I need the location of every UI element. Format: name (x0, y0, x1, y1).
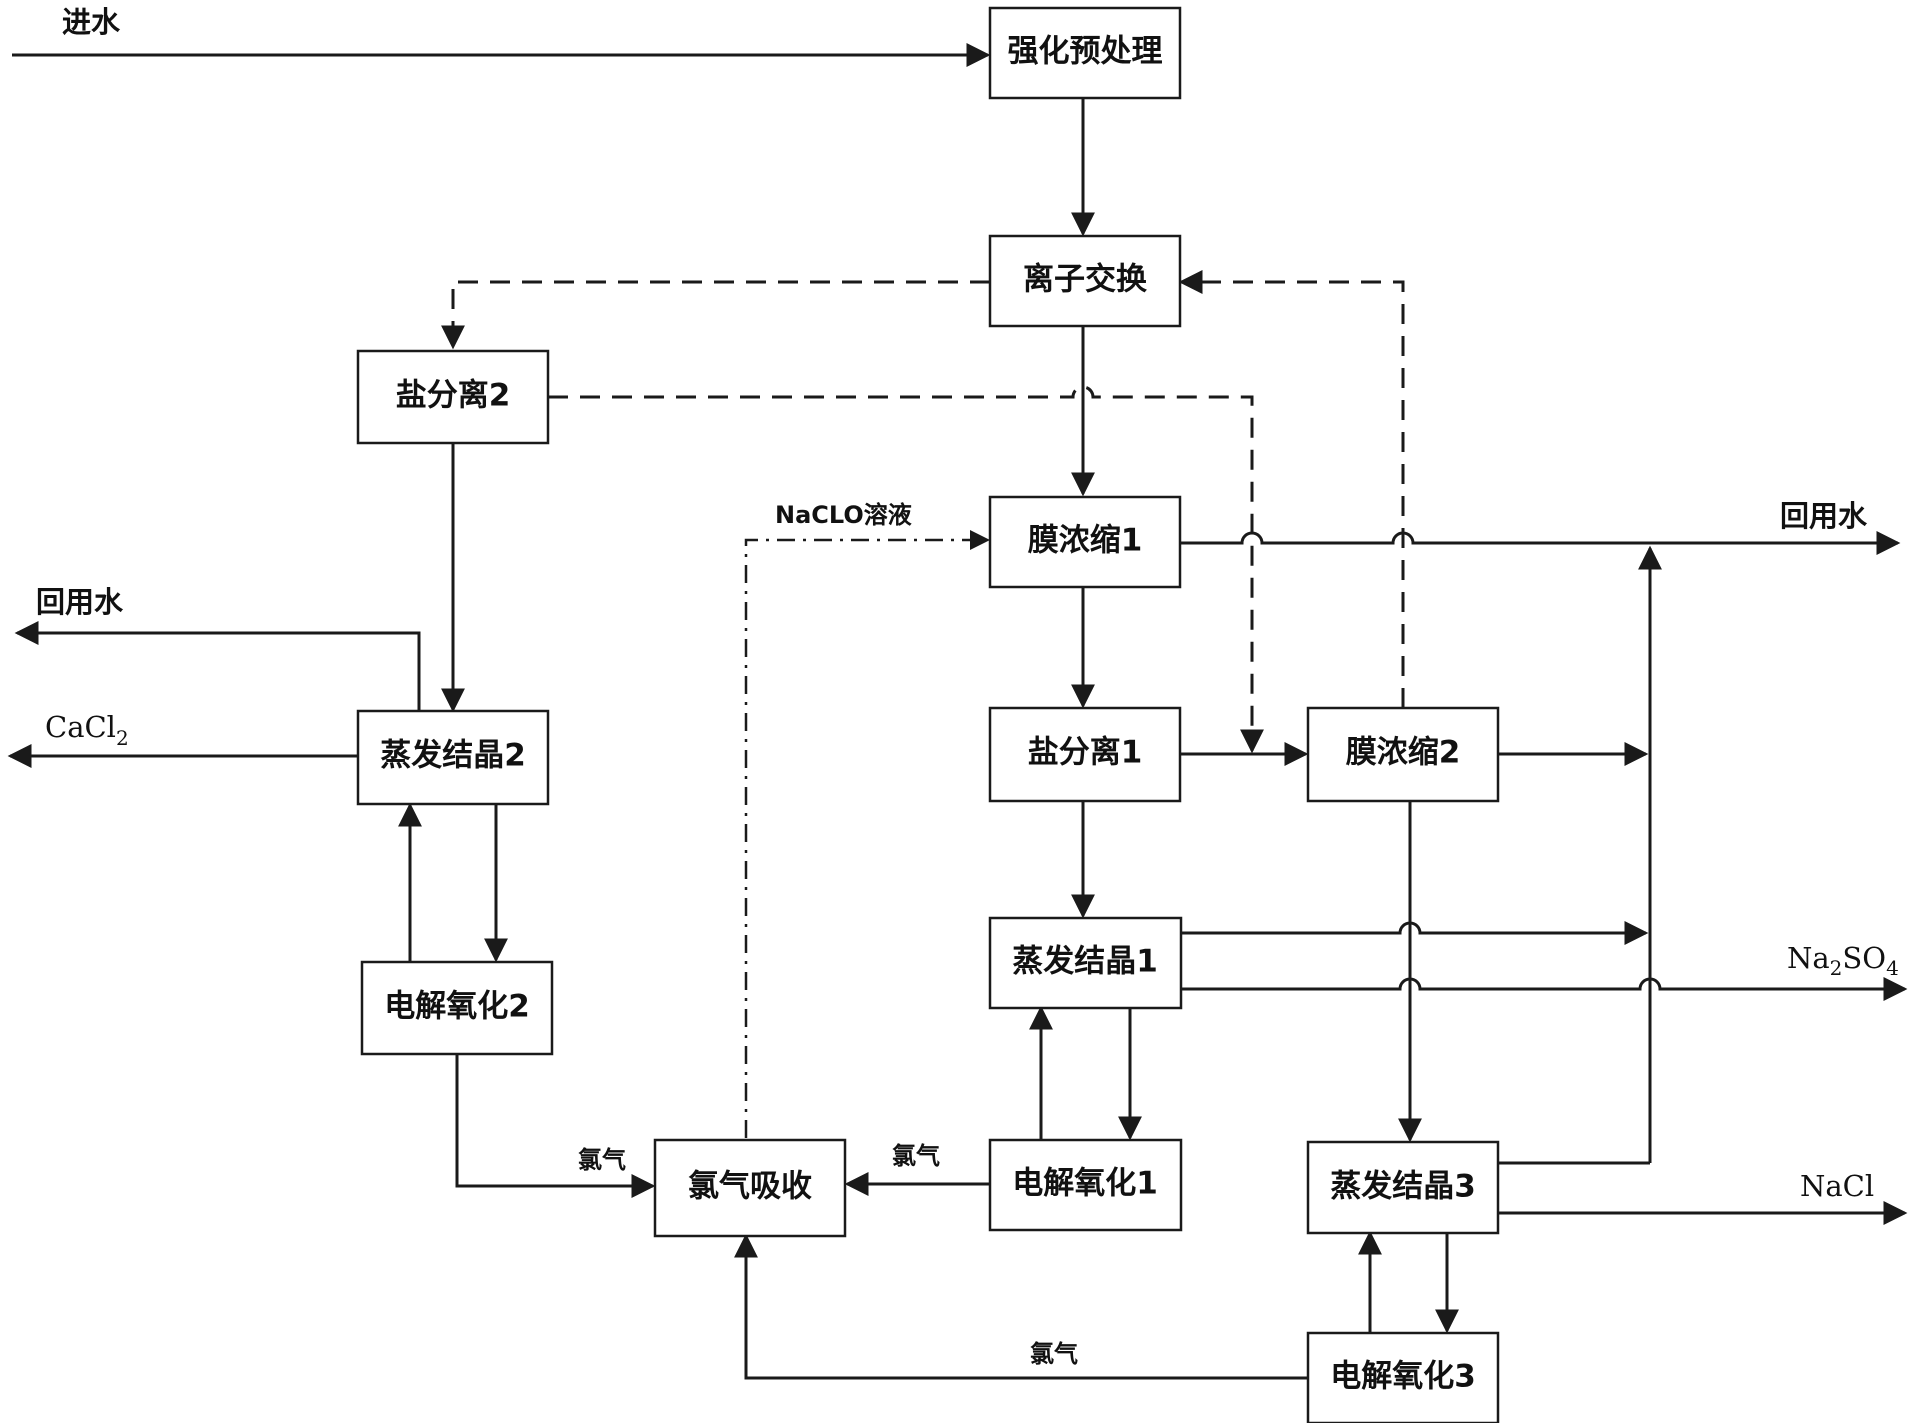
svg-text:强化预处理: 强化预处理 (1008, 34, 1163, 70)
svg-text:盐分离1: 盐分离1 (1028, 735, 1143, 771)
node-membrane-concentration-2: 膜浓缩2 (1306, 706, 1500, 803)
svg-text:电解氧化3: 电解氧化3 (1330, 1359, 1476, 1395)
flow-labels: 进水 回用水 回用水 CaCl2 Na2SO4 NaCl NaCLO溶液 氯气 … (36, 5, 1899, 1368)
svg-text:盐分离2: 盐分离2 (396, 378, 511, 414)
label-chlorine-from-electro-1: 氯气 (892, 1142, 940, 1170)
node-membrane-concentration-1: 膜浓缩1 (988, 495, 1182, 589)
connectors (7, 43, 1908, 1380)
flow-evap-1-to-riser (1181, 921, 1649, 945)
svg-text:蒸发结晶2: 蒸发结晶2 (380, 738, 526, 774)
label-reuse-water-left: 回用水 (36, 585, 124, 619)
label-na2so4: Na2SO4 (1787, 941, 1899, 980)
node-salt-separation-1: 盐分离1 (988, 706, 1182, 803)
flow-electro-2-to-chlorine-absorb (455, 1054, 656, 1198)
flow-membrane-1-to-reuse-water (1178, 531, 1901, 555)
node-electrolytic-oxidation-1: 电解氧化1 (988, 1138, 1183, 1232)
flow-evap-2-to-reuse-water (14, 621, 421, 711)
svg-text:电解氧化1: 电解氧化1 (1012, 1166, 1158, 1202)
dashed-ion-exchange-to-salt-sep-2 (441, 280, 990, 350)
node-electrolytic-oxidation-2: 电解氧化2 (360, 960, 554, 1056)
svg-text:蒸发结晶1: 蒸发结晶1 (1012, 944, 1158, 980)
dashdot-chlorine-absorb-to-membrane-1 (744, 530, 990, 1138)
label-naclo-solution: NaCLO溶液 (775, 501, 912, 529)
svg-text:氯气吸收: 氯气吸收 (688, 1169, 812, 1205)
node-evaporative-crystallization-2: 蒸发结晶2 (356, 709, 550, 806)
node-evaporative-crystallization-1: 蒸发结晶1 (988, 916, 1183, 1010)
node-salt-separation-2: 盐分离2 (356, 349, 550, 445)
dashed-membrane-2-to-ion-exchange (1178, 270, 1405, 708)
svg-text:电解氧化2: 电解氧化2 (384, 989, 530, 1025)
label-cacl2: CaCl2 (45, 710, 129, 750)
node-evaporative-crystallization-3: 蒸发结晶3 (1306, 1140, 1500, 1235)
svg-text:膜浓缩2: 膜浓缩2 (1346, 735, 1461, 771)
svg-text:蒸发结晶3: 蒸发结晶3 (1330, 1169, 1476, 1205)
label-nacl: NaCl (1800, 1169, 1874, 1203)
node-ion-exchange: 离子交换 (988, 234, 1182, 328)
dashed-salt-sep-2-to-salt-sep-1-line (548, 385, 1264, 754)
flow-electro-3-to-chlorine-absorb (734, 1233, 1308, 1380)
label-chlorine-from-electro-3: 氯气 (1030, 1340, 1078, 1368)
flow-evap-1-to-na2so4 (1181, 977, 1908, 1001)
svg-text:膜浓缩1: 膜浓缩1 (1028, 523, 1143, 559)
node-pretreatment: 强化预处理 (988, 6, 1182, 100)
svg-text:离子交换: 离子交换 (1023, 262, 1147, 298)
label-reuse-water-right: 回用水 (1780, 499, 1868, 533)
label-inlet: 进水 (62, 5, 121, 39)
node-chlorine-absorption: 氯气吸收 (653, 1138, 847, 1238)
process-boxes: 强化预处理 离子交换 盐分离2 膜浓缩1 盐分离1 膜浓缩2 蒸发结晶2 蒸发 (356, 6, 1500, 1423)
label-chlorine-from-electro-2: 氯气 (578, 1146, 626, 1174)
node-electrolytic-oxidation-3: 电解氧化3 (1306, 1331, 1500, 1423)
